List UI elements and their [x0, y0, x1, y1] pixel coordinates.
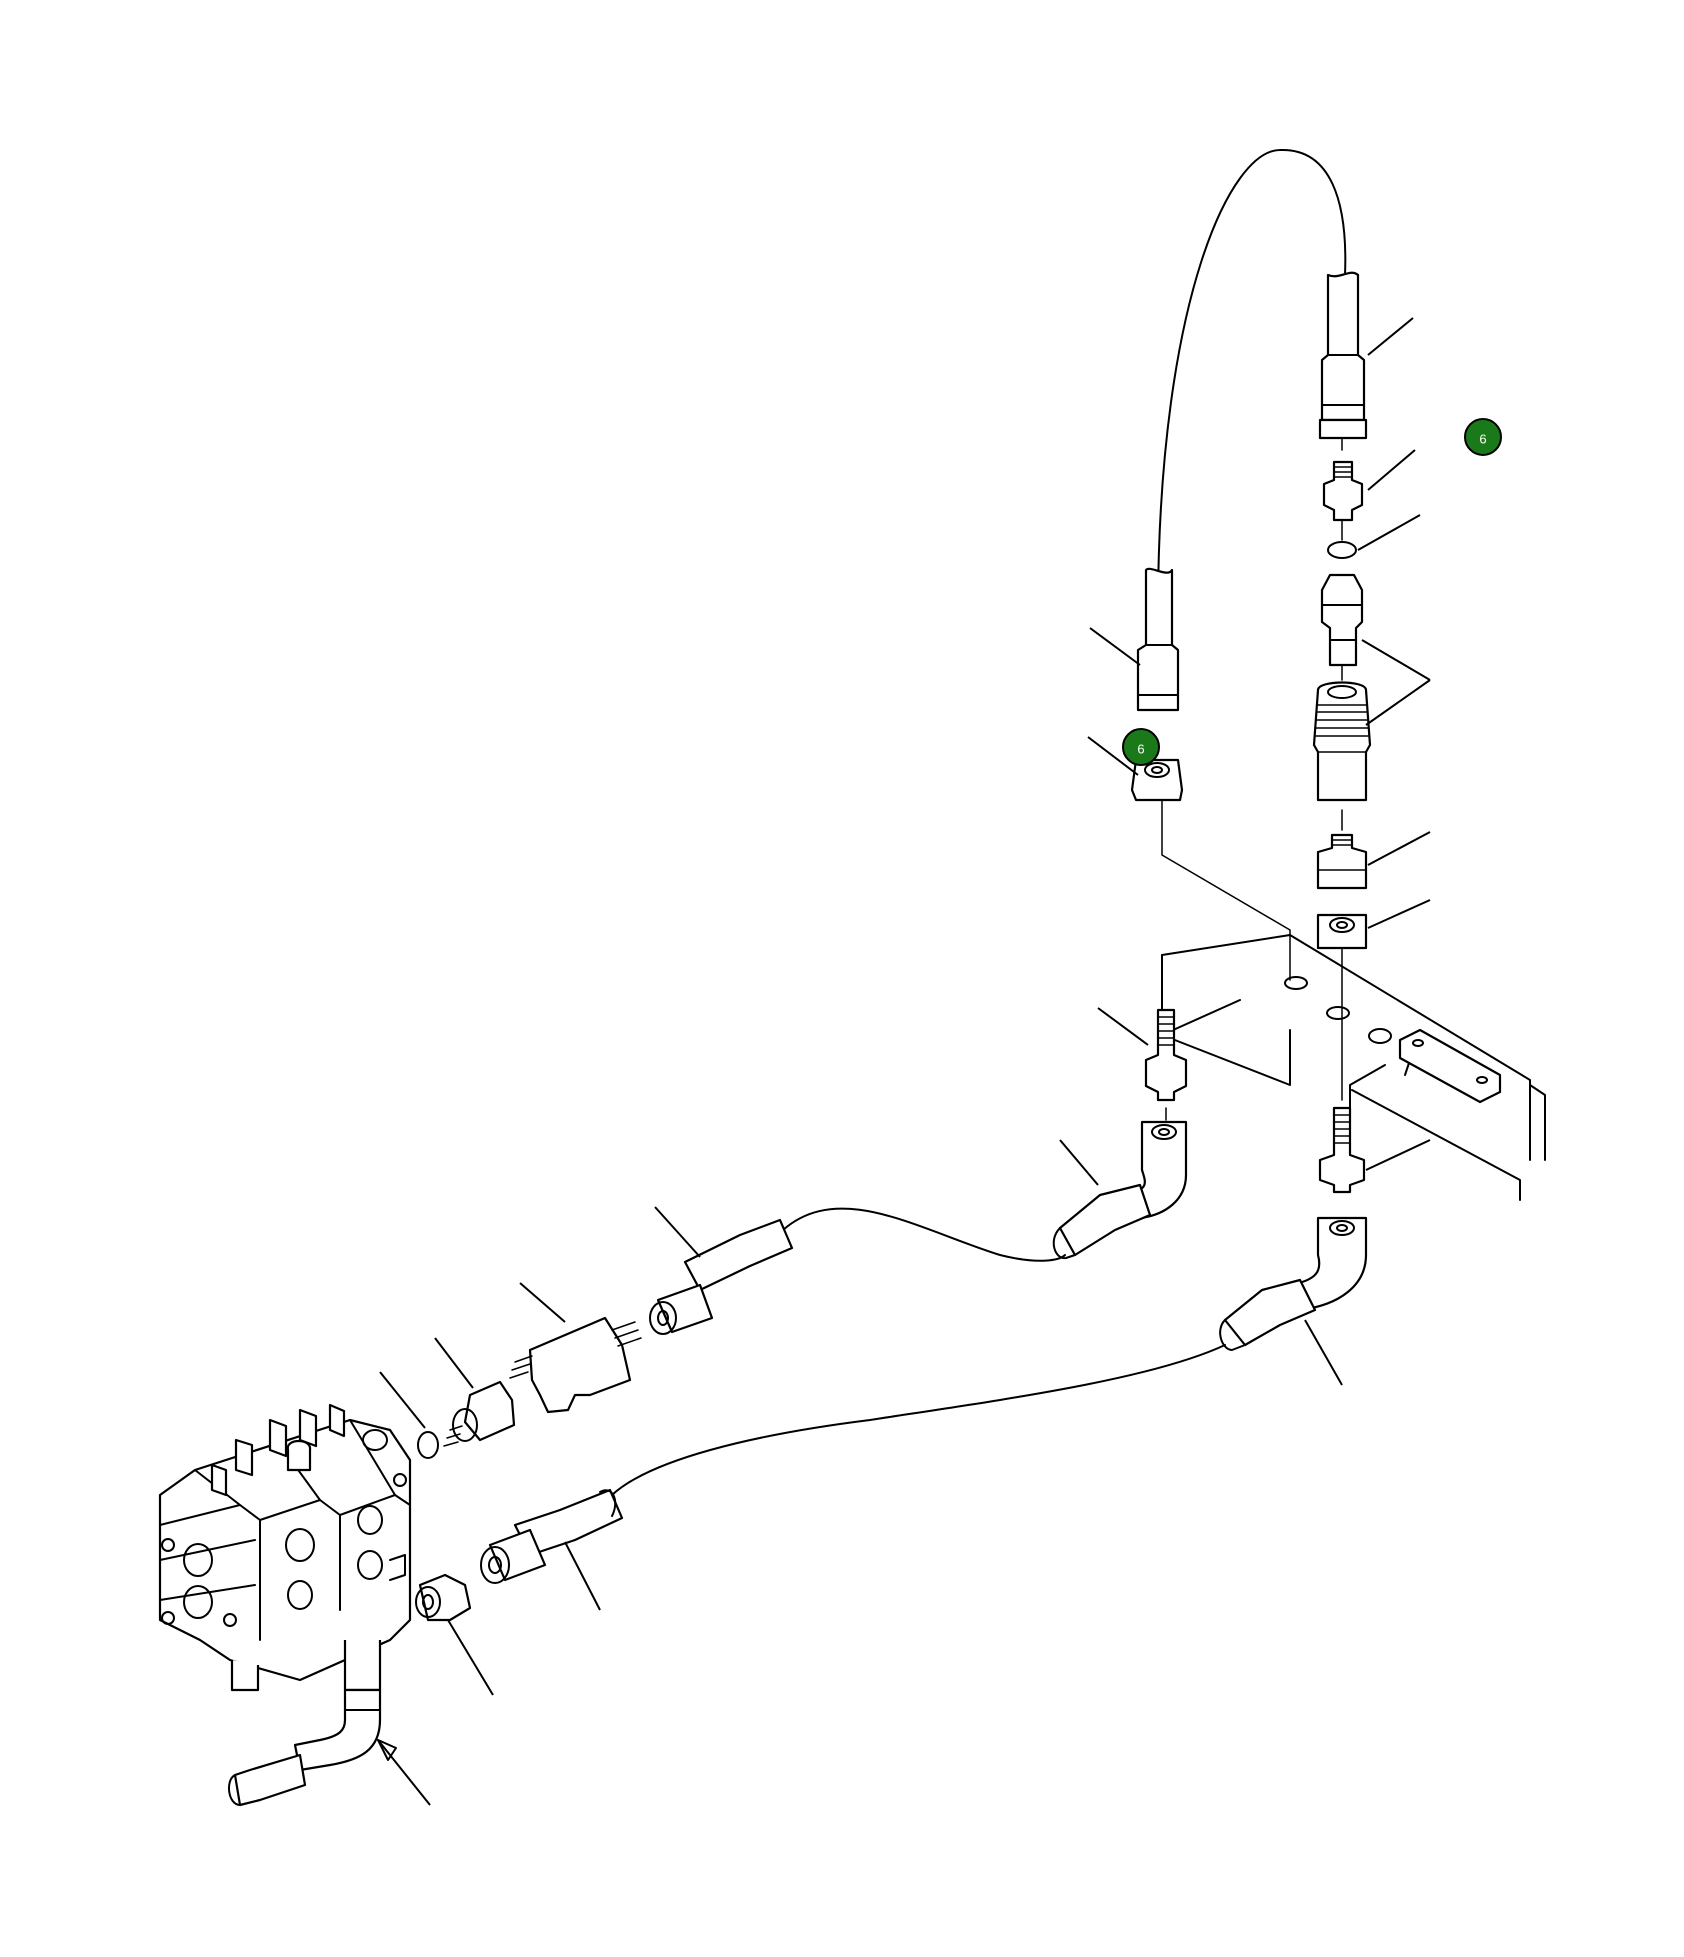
lower-hose	[611, 1344, 1226, 1496]
coupling-male	[1320, 573, 1364, 667]
callout-badge-left[interactable]: 6	[1122, 728, 1160, 766]
axis-line-left	[1161, 789, 1291, 981]
control-valve-block	[158, 1403, 412, 1807]
hose-end-valve-lower	[513, 1488, 624, 1557]
adaptor-upper	[1322, 460, 1364, 522]
leader-lines	[377, 317, 1431, 1806]
hose-end-upper-left	[1136, 567, 1180, 712]
nipple-mid	[1316, 833, 1368, 890]
callout-label-left: 6	[1137, 742, 1144, 757]
hose-end-valve-upper	[683, 1218, 794, 1292]
hose-end-mid-left	[1058, 1183, 1152, 1257]
frame-bracket	[1161, 934, 1546, 1201]
stud-left	[1144, 1008, 1188, 1102]
hose-end-lower-right	[1223, 1278, 1317, 1347]
valve-side-fittings	[415, 1218, 794, 1622]
hose-end-upper-right	[1320, 271, 1366, 422]
mid-hose	[782, 1207, 1066, 1262]
left-fitting-stack	[1052, 567, 1188, 1260]
nut-valve-bottom	[418, 1573, 472, 1622]
stud-lower-right	[1318, 1106, 1366, 1194]
o-ring-valve	[417, 1431, 439, 1459]
outlet-pipe	[293, 1688, 382, 1772]
callout-label-right: 6	[1479, 432, 1486, 447]
right-fitting-stack	[1219, 271, 1372, 1351]
upper-loop-hose	[1157, 148, 1347, 601]
o-ring-upper	[1327, 541, 1357, 559]
hose-lines	[611, 148, 1347, 1496]
coupling-female	[1312, 681, 1372, 802]
callout-badge-right[interactable]: 6	[1464, 418, 1502, 456]
tee-fitting	[528, 1316, 632, 1414]
